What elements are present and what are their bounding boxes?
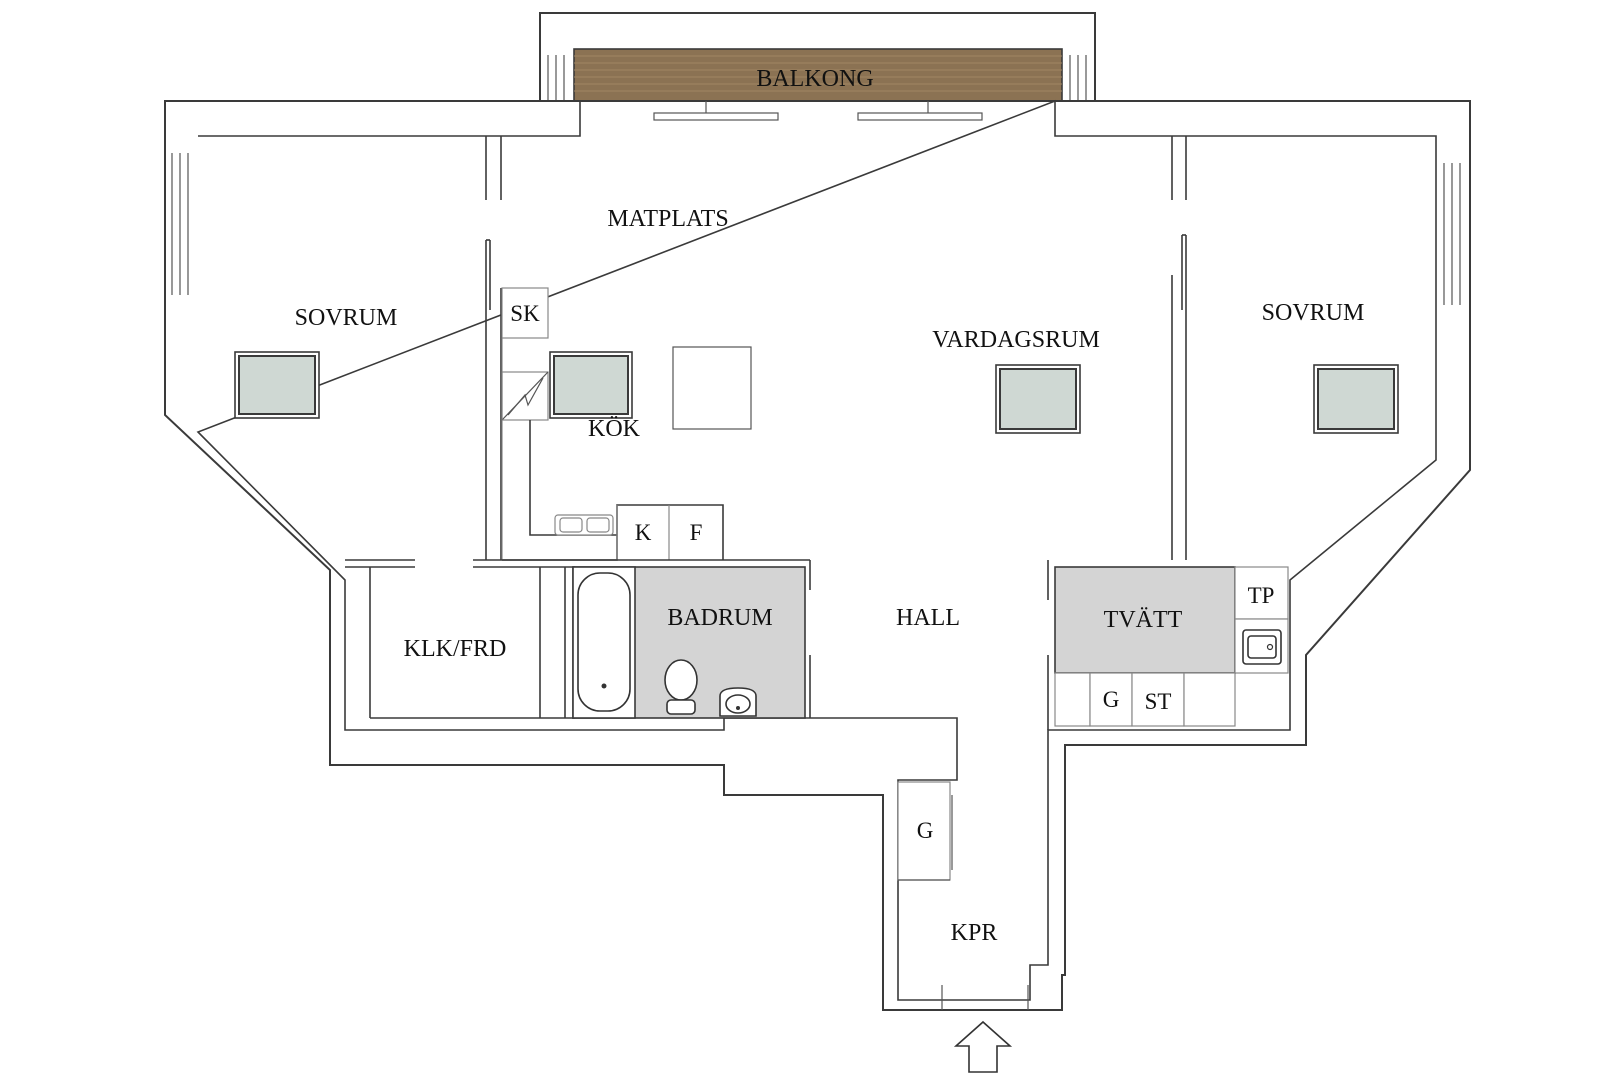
label-cabinet-k: K	[635, 520, 652, 545]
laundry-room	[1047, 560, 1289, 730]
skylight-living	[995, 364, 1081, 434]
label-bedroom-left: SOVRUM	[295, 305, 398, 331]
apartment-inner-wall	[196, 99, 1437, 1001]
balcony-side-rails	[547, 55, 1087, 101]
balcony-doors	[653, 101, 983, 121]
label-kitchen: KÖK	[588, 416, 641, 442]
partition-left	[485, 136, 502, 560]
bathtub	[577, 572, 631, 712]
label-cabinet-sk: SK	[510, 301, 540, 326]
skylight-kitchen	[549, 351, 633, 419]
label-dining: MATPLATS	[607, 206, 728, 232]
label-living: VARDAGSRUM	[932, 327, 1100, 353]
bathroom-sink	[719, 687, 757, 717]
label-cabinet-f: F	[690, 520, 703, 545]
label-hall: HALL	[896, 605, 960, 631]
label-cabinet-g-entry: G	[917, 818, 934, 843]
apartment-outer-wall	[164, 100, 1471, 1011]
kitchen-island	[672, 346, 752, 430]
label-cabinet-g-laundry: G	[1103, 687, 1120, 712]
skylight-right-bedroom	[1313, 364, 1399, 434]
balcony-deck-planks	[574, 55, 1062, 92]
lower-partitions	[345, 559, 811, 719]
left-window	[171, 153, 189, 295]
label-laundry: TVÄTT	[1104, 607, 1183, 633]
label-cabinet-st: ST	[1145, 689, 1172, 714]
label-balcony: BALKONG	[756, 66, 873, 92]
kitchen-counter	[501, 287, 724, 561]
label-closet: KLK/FRD	[404, 636, 507, 662]
entrance-arrow-icon	[953, 1020, 1013, 1073]
label-coat-room: KPR	[951, 920, 998, 946]
skylight-left-bedroom	[234, 351, 320, 419]
partition-right	[1171, 136, 1187, 560]
balcony-deck	[573, 48, 1063, 102]
right-window	[1443, 163, 1461, 305]
toilet	[664, 659, 698, 715]
label-bedroom-right: SOVRUM	[1262, 300, 1365, 326]
bathtub-drain	[601, 683, 607, 689]
label-cabinet-tp: TP	[1248, 583, 1275, 608]
entrance-door	[941, 985, 1029, 1010]
entry-closet	[897, 781, 953, 881]
label-bathroom: BADRUM	[667, 605, 772, 631]
